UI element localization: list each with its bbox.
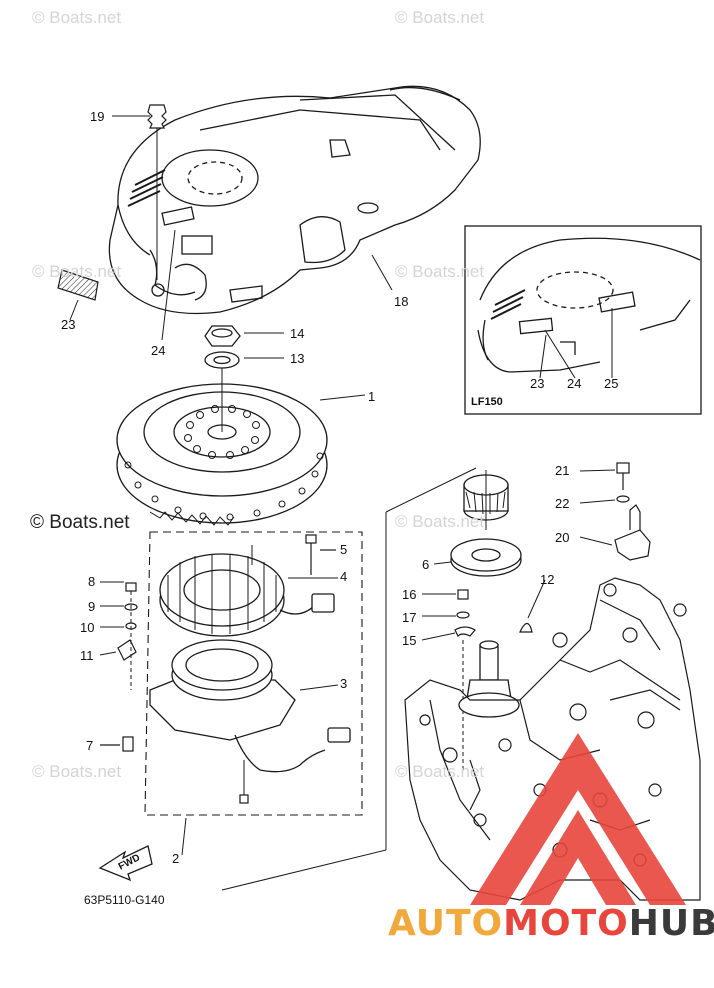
bolt-16 bbox=[457, 589, 469, 600]
stator-assy-boundary-2 bbox=[144, 531, 363, 816]
watermark-strong: © Boats.net bbox=[30, 512, 130, 533]
inset-callout-23: 23 bbox=[530, 376, 545, 391]
stator-4 bbox=[159, 553, 335, 637]
washer-22 bbox=[616, 495, 630, 503]
callout-17: 17 bbox=[402, 610, 417, 625]
sensor-20 bbox=[614, 529, 651, 561]
washer-13 bbox=[204, 351, 240, 369]
base-3 bbox=[149, 639, 351, 773]
bolt-21 bbox=[616, 462, 630, 474]
watermark: © Boats.net bbox=[395, 512, 485, 531]
inset-lf150 bbox=[464, 225, 702, 415]
bolt-5 bbox=[305, 534, 336, 575]
callout-2: 2 bbox=[172, 851, 180, 866]
watermark: © Boats.net bbox=[32, 762, 122, 781]
callout-20: 20 bbox=[555, 530, 570, 545]
inset-callout-24: 24 bbox=[567, 376, 582, 391]
label-23 bbox=[57, 269, 99, 301]
callout-13: 13 bbox=[290, 351, 305, 366]
nut-14 bbox=[204, 325, 241, 347]
callout-10: 10 bbox=[80, 620, 95, 635]
callout-11: 11 bbox=[80, 648, 94, 663]
dowel-7 bbox=[100, 736, 134, 752]
callout-18: 18 bbox=[394, 294, 409, 309]
brand-part-1: AUTO bbox=[388, 903, 504, 944]
callout-4: 4 bbox=[340, 569, 348, 584]
callout-12: 12 bbox=[540, 572, 555, 587]
watermark: © Boats.net bbox=[32, 262, 122, 281]
automotohub-logo-triangle bbox=[470, 733, 686, 905]
inset-title: LF150 bbox=[471, 396, 503, 408]
callout-6: 6 bbox=[422, 557, 430, 572]
watermark: © Boats.net bbox=[395, 8, 485, 27]
washer-17 bbox=[456, 611, 470, 619]
watermark: © Boats.net bbox=[395, 262, 485, 281]
key-12 bbox=[519, 622, 533, 633]
watermark: © Boats.net bbox=[395, 762, 485, 781]
callout-15: 15 bbox=[402, 633, 417, 648]
callout-5: 5 bbox=[340, 542, 348, 557]
watermark: © Boats.net bbox=[32, 8, 122, 27]
crankshaft-end bbox=[458, 640, 520, 718]
callout-1: 1 bbox=[368, 389, 376, 404]
callout-24: 24 bbox=[151, 343, 166, 358]
callout-16: 16 bbox=[402, 587, 417, 602]
grommet-19 bbox=[147, 104, 167, 280]
callout-23: 23 bbox=[61, 317, 76, 332]
callout-19: 19 bbox=[90, 109, 105, 124]
plate-6 bbox=[433, 538, 522, 577]
inset-callout-25: 25 bbox=[604, 376, 619, 391]
fwd-arrow-icon bbox=[98, 845, 153, 882]
callout-9: 9 bbox=[88, 599, 96, 614]
engine-block bbox=[404, 577, 701, 901]
flywheel-cover bbox=[108, 85, 481, 315]
callout-8: 8 bbox=[88, 574, 96, 589]
brand-part-3: HUB bbox=[628, 903, 714, 944]
callout-14: 14 bbox=[290, 326, 305, 341]
callout-3: 3 bbox=[340, 676, 348, 691]
diagram-code: 63P5110-G140 bbox=[84, 893, 165, 907]
brand-logo-text: AUTOMOTOHUB bbox=[388, 903, 714, 944]
flywheel-1 bbox=[116, 368, 328, 526]
brand-part-2: MOTO bbox=[503, 903, 629, 944]
clip-11 bbox=[117, 639, 137, 661]
plate-15 bbox=[454, 626, 476, 638]
callout-7: 7 bbox=[86, 738, 94, 753]
bolt-8 bbox=[125, 582, 137, 592]
callout-22: 22 bbox=[555, 496, 570, 511]
gear-top bbox=[463, 470, 509, 530]
callout-21: 21 bbox=[555, 463, 570, 478]
